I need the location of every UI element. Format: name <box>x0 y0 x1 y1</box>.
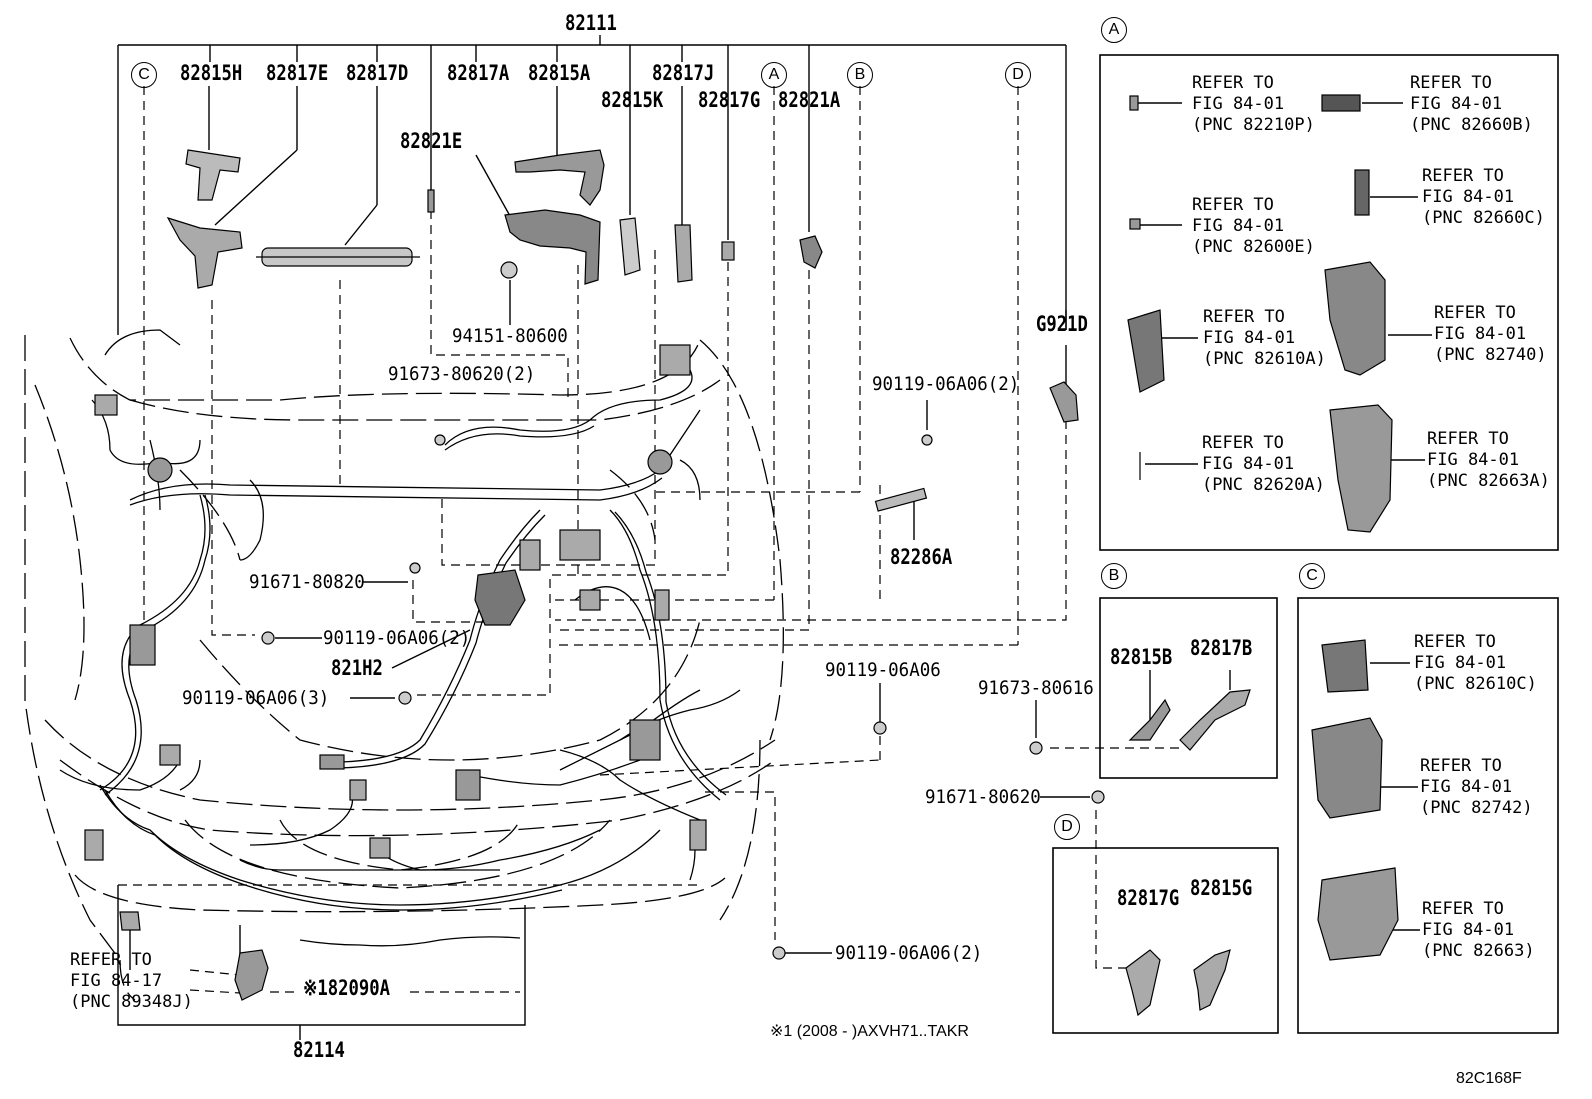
callout-a-panel: A <box>1101 17 1127 43</box>
refer-line-3: (PNC 82660C) <box>1422 208 1545 228</box>
part-82815A-label: 82815A <box>528 61 591 85</box>
part-82815H-label: 82815H <box>180 61 243 85</box>
part-82815G-label: 82815G <box>1190 876 1253 900</box>
refer-line-2: FIG 84-01 <box>1422 187 1515 207</box>
refer-line-1: REFER TO <box>1203 307 1285 327</box>
refer-line-1: REFER TO <box>1414 632 1496 652</box>
part-82817E-label: 82817E <box>266 61 329 85</box>
leader-lines <box>129 45 1432 970</box>
refer-line-3: (PNC 82620A) <box>1202 475 1325 495</box>
refer-line-2: FIG 84-01 <box>1410 94 1503 114</box>
part-82815K-label: 82815K <box>601 88 664 112</box>
part-90119-06A06-2b-label: 90119-06A06(2) <box>323 627 471 649</box>
part-82817J-label: 82817J <box>652 61 715 85</box>
refer-line-2: FIG 84-01 <box>1420 777 1513 797</box>
refer-line-2: FIG 84-01 <box>1434 324 1527 344</box>
part-91673-80616-label: 91673-80616 <box>978 677 1094 699</box>
part-82821A-label: 82821A <box>778 88 841 112</box>
callout-d-main: D <box>1005 62 1031 88</box>
part-82821E-label: 82821E <box>400 129 463 153</box>
part-821H2-label: 821H2 <box>331 656 383 680</box>
refer-line-2: FIG 84-01 <box>1192 216 1285 236</box>
components <box>84 94 1399 1017</box>
part-90119-06A06-3-label: 90119-06A06(3) <box>182 687 330 709</box>
refer-line-1: REFER TO <box>1420 756 1502 776</box>
part-82114-label: 82114 <box>293 1038 345 1062</box>
refer-fig-84-17: REFER TO FIG 84-17 (PNC 89348J) <box>70 950 193 1013</box>
part-82817G-label: 82817G <box>698 88 761 112</box>
footnote: ※1 (2008 - )AXVH71..TAKR <box>770 1023 969 1040</box>
main-bracket-82111 <box>117 35 1067 335</box>
part-82817D-label: 82817D <box>346 61 409 85</box>
part-82090A-label: ※182090A <box>303 976 391 1000</box>
refer-line-1: REFER TO <box>1427 429 1509 449</box>
refer-line-2: FIG 84-17 <box>70 971 163 991</box>
refer-line-2: FIG 84-01 <box>1422 920 1515 940</box>
callout-c-panel: C <box>1299 563 1325 589</box>
dashed-routing-lines <box>118 86 1180 994</box>
part-90119-06A06-2c-label: 90119-06A06(2) <box>835 942 983 964</box>
refer-line-2: FIG 84-01 <box>1414 653 1507 673</box>
detail-panels <box>1052 54 1559 1034</box>
refer-line-1: REFER TO <box>1192 195 1274 215</box>
refer-line-3: (PNC 89348J) <box>70 992 193 1012</box>
callout-c-main: C <box>131 62 157 88</box>
refer-line-3: (PNC 82610A) <box>1203 349 1326 369</box>
refer-line-1: REFER TO <box>1422 899 1504 919</box>
part-82817A-label: 82817A <box>447 61 510 85</box>
part-94151-80600-label: 94151-80600 <box>452 325 568 347</box>
refer-line-2: FIG 84-01 <box>1192 94 1285 114</box>
part-82286A-label: 82286A <box>890 545 953 569</box>
refer-line-1: REFER TO <box>1422 166 1504 186</box>
refer-line-3: (PNC 82742) <box>1420 798 1533 818</box>
part-91671-80620-label: 91671-80620 <box>925 786 1041 808</box>
part-91673-80620-label: 91673-80620(2) <box>388 363 536 385</box>
refer-line-1: REFER TO <box>70 950 152 970</box>
refer-line-3: (PNC 82600E) <box>1192 237 1315 257</box>
figure-code: 82C168F <box>1456 1070 1522 1087</box>
refer-line-1: REFER TO <box>1192 73 1274 93</box>
wiring-harness <box>59 329 741 947</box>
callout-d-panel: D <box>1054 814 1080 840</box>
callout-b-main: B <box>847 62 873 88</box>
part-91671-80820-label: 91671-80820 <box>249 571 365 593</box>
part-90119-06A06-2-label: 90119-06A06(2) <box>872 373 1020 395</box>
refer-line-3: (PNC 82740) <box>1434 345 1547 365</box>
callout-b-panel: B <box>1101 563 1127 589</box>
refer-line-3: (PNC 82663A) <box>1427 471 1550 491</box>
refer-line-2: FIG 84-01 <box>1202 454 1295 474</box>
refer-line-3: (PNC 82610C) <box>1414 674 1537 694</box>
part-82815B-label: 82815B <box>1110 645 1173 669</box>
part-G921D-label: G921D <box>1036 312 1088 336</box>
refer-line-3: (PNC 82660B) <box>1410 115 1533 135</box>
part-90119-06A06-label: 90119-06A06 <box>825 659 941 681</box>
part-82817G-d-label: 82817G <box>1117 886 1180 910</box>
refer-line-2: FIG 84-01 <box>1427 450 1520 470</box>
vehicle-body-outline <box>24 335 784 1001</box>
refer-line-3: (PNC 82210P) <box>1192 115 1315 135</box>
bottom-bracket-82114 <box>117 885 526 1040</box>
refer-line-1: REFER TO <box>1202 433 1284 453</box>
refer-line-1: REFER TO <box>1410 73 1492 93</box>
refer-line-2: FIG 84-01 <box>1203 328 1296 348</box>
part-82817B-label: 82817B <box>1190 636 1253 660</box>
callout-a-main: A <box>761 62 787 88</box>
refer-line-1: REFER TO <box>1434 303 1516 323</box>
part-82111-label: 82111 <box>565 11 617 35</box>
refer-line-3: (PNC 82663) <box>1422 941 1535 961</box>
